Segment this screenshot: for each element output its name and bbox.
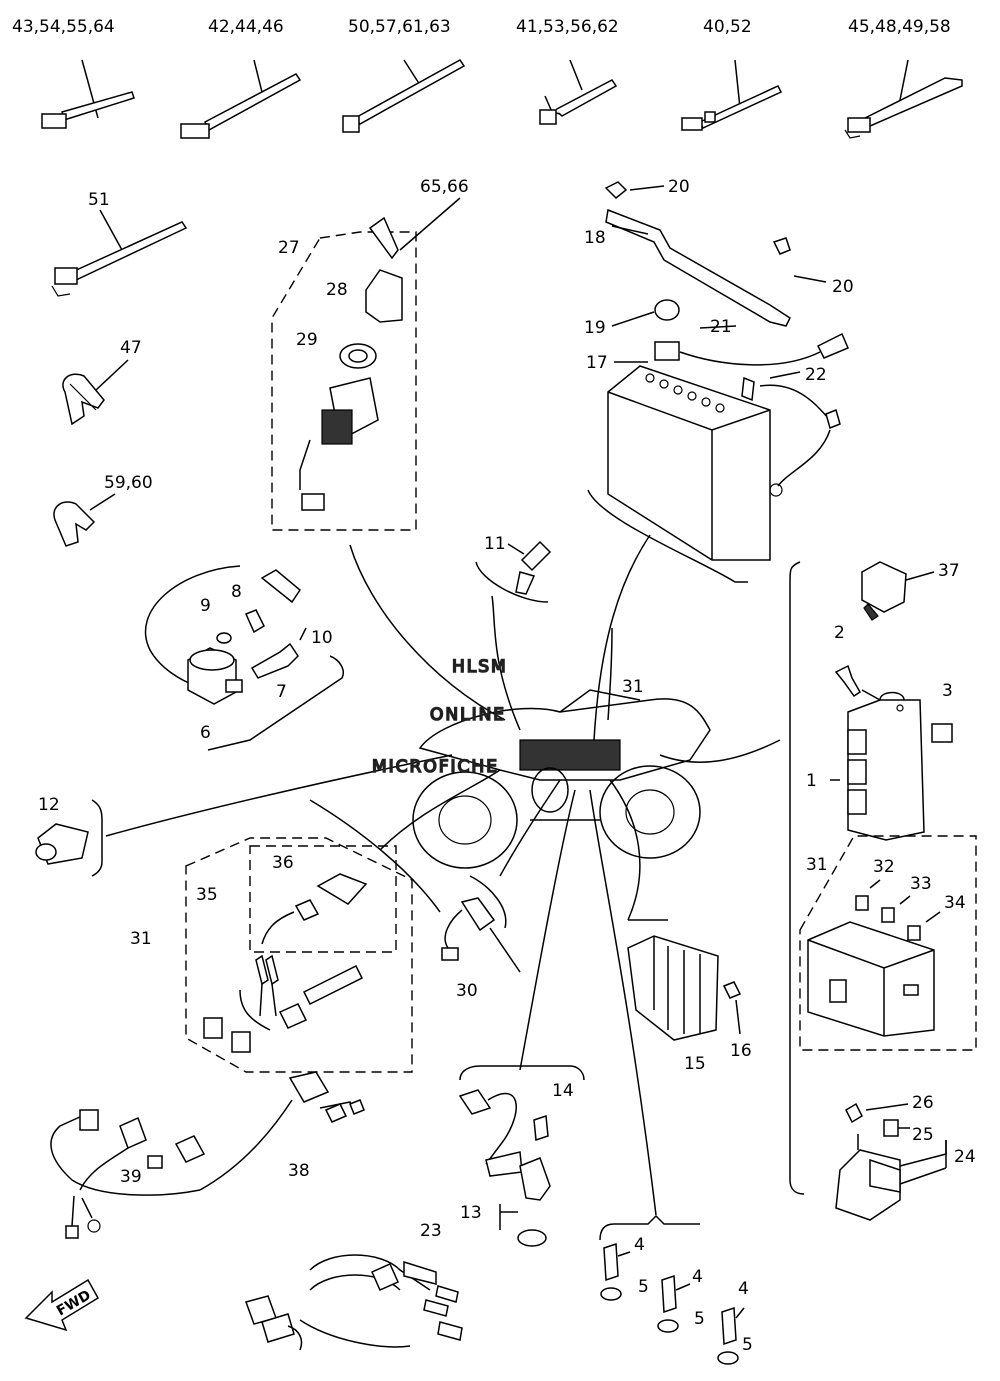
clamp-59-60	[53, 493, 116, 547]
starter-relay-group	[835, 1102, 947, 1221]
label-33: 33	[910, 874, 932, 894]
label-59-60: 59,60	[104, 473, 153, 493]
watermark-line1: HLSM	[452, 657, 508, 677]
label-65-66: 65,66	[420, 177, 469, 197]
watermark-line3: MICROFICHE	[372, 757, 499, 777]
cable-tie-50-57-61-63	[342, 59, 466, 133]
label-15: 15	[684, 1054, 706, 1074]
label-30: 30	[456, 981, 478, 1001]
label-4-third: 4	[738, 1279, 749, 1299]
watermark-line2: ONLINE	[430, 705, 506, 725]
label-4-second: 4	[692, 1267, 703, 1287]
rectifier-group	[627, 935, 742, 1041]
battery-group	[587, 181, 849, 583]
label-10: 10	[311, 628, 333, 648]
label-8: 8	[231, 582, 242, 602]
label-20-right: 20	[832, 277, 854, 297]
cable-tie-41-53-56-62	[539, 59, 618, 125]
label-11: 11	[484, 534, 506, 554]
label-18: 18	[584, 228, 606, 248]
label-16: 16	[730, 1041, 752, 1061]
label-24: 24	[954, 1147, 976, 1167]
label-3: 3	[942, 681, 953, 701]
battery-cells	[645, 373, 725, 413]
label-36: 36	[272, 853, 294, 873]
atv-silhouette	[412, 689, 711, 869]
label-9: 9	[200, 596, 211, 616]
label-20-top: 20	[668, 177, 690, 197]
label-39: 39	[120, 1167, 142, 1187]
cable-tie-40-52	[681, 59, 783, 131]
label-26: 26	[912, 1093, 934, 1113]
label-22: 22	[805, 365, 827, 385]
label-23: 23	[420, 1221, 442, 1241]
ignition-coil-group	[144, 565, 344, 751]
label-31-left: 31	[130, 929, 152, 949]
label-32: 32	[873, 857, 895, 877]
label-1: 1	[806, 771, 817, 791]
cable-tie-43-54-55-64	[41, 59, 135, 129]
label-37: 37	[938, 561, 960, 581]
label-6: 6	[200, 723, 211, 743]
sub-harness-23	[245, 1254, 463, 1351]
label-38: 38	[288, 1161, 310, 1181]
sensor-11	[475, 540, 552, 603]
label-7: 7	[276, 682, 287, 702]
label-5-third: 5	[742, 1335, 753, 1355]
label-17: 17	[586, 353, 608, 373]
cable-tie-42-44-46	[180, 59, 302, 139]
part-labels: 43,54,55,64 42,44,46 50,57,61,63 41,53,5…	[12, 17, 976, 1355]
label-51: 51	[88, 190, 110, 210]
label-12: 12	[38, 795, 60, 815]
relay-37	[861, 561, 935, 621]
main-switch-group	[271, 197, 461, 531]
label-43-54-55-64: 43,54,55,64	[12, 17, 115, 37]
sensor-30	[441, 897, 521, 973]
cable-tie-51	[51, 209, 188, 297]
label-4-first: 4	[634, 1235, 645, 1255]
label-25: 25	[912, 1125, 934, 1145]
label-29: 29	[296, 330, 318, 350]
label-19: 19	[584, 318, 606, 338]
watermark: HLSM ONLINE MICROFICHE	[371, 656, 508, 778]
label-13: 13	[460, 1203, 482, 1223]
label-14: 14	[552, 1081, 574, 1101]
label-42-44-46: 42,44,46	[208, 17, 284, 37]
leader-lines	[105, 534, 781, 1216]
screws-4-5	[599, 1214, 745, 1365]
label-41-53-56-62: 41,53,56,62	[516, 17, 619, 37]
harness-sub-group	[185, 837, 413, 1073]
fwd-arrow-icon: FWD	[24, 1278, 100, 1332]
sensor-12	[35, 799, 103, 877]
wire-harness-38-39	[50, 1071, 365, 1239]
label-28: 28	[326, 280, 348, 300]
label-47: 47	[120, 338, 142, 358]
ecu-group	[830, 664, 953, 841]
speed-sensor-group	[458, 1065, 585, 1247]
label-27: 27	[278, 238, 300, 258]
label-40-52: 40,52	[703, 17, 752, 37]
label-35: 35	[196, 885, 218, 905]
label-5-first: 5	[638, 1277, 649, 1297]
label-45-48-49-58: 45,48,49,58	[848, 17, 951, 37]
cable-tie-45-48-49-58	[844, 59, 963, 139]
label-50-57-61-63: 50,57,61,63	[348, 17, 451, 37]
fuse-box-group	[799, 835, 977, 1051]
label-31-right: 31	[806, 855, 828, 875]
bracket-right	[789, 561, 805, 1195]
label-21: 21	[710, 317, 732, 337]
clamp-47	[62, 359, 129, 426]
label-34: 34	[944, 893, 966, 913]
label-2: 2	[834, 623, 845, 643]
label-5-second: 5	[694, 1309, 705, 1329]
label-31-top: 31	[622, 677, 644, 697]
